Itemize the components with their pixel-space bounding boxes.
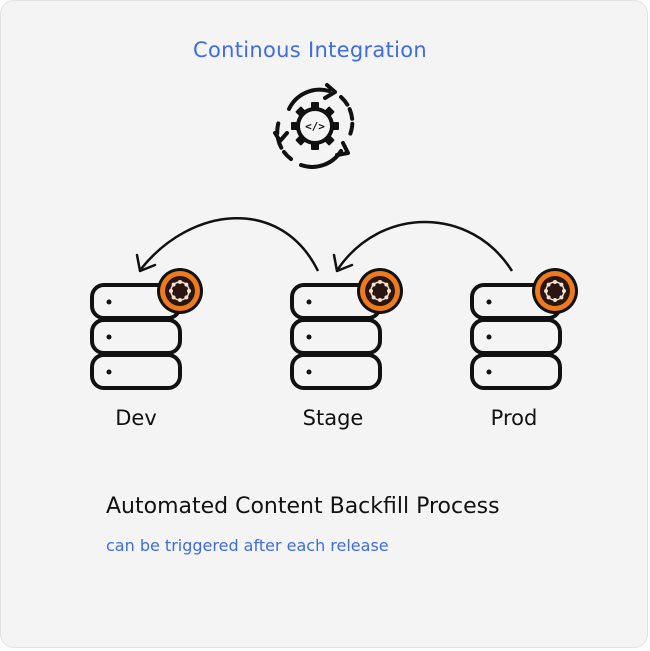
arrow-prod-to-stage <box>336 220 514 272</box>
aem-badge-icon <box>357 268 403 314</box>
env-label-dev: Dev <box>115 406 157 430</box>
ci-cycle-icon: </> <box>273 83 355 169</box>
server-prod <box>469 266 589 390</box>
arrow-stage-to-dev <box>140 217 320 272</box>
svg-text:</>: </> <box>305 120 325 133</box>
env-label-prod: Prod <box>490 406 538 430</box>
server-dev <box>89 266 209 390</box>
aem-badge-icon <box>157 268 203 314</box>
server-stage <box>289 266 409 390</box>
process-heading: Automated Content Backfill Process <box>106 494 500 519</box>
env-label-stage: Stage <box>302 406 364 430</box>
process-subheading: can be triggered after each release <box>106 536 389 555</box>
aem-badge-icon <box>532 268 578 314</box>
diagram-title: Continous Integration <box>193 38 427 62</box>
